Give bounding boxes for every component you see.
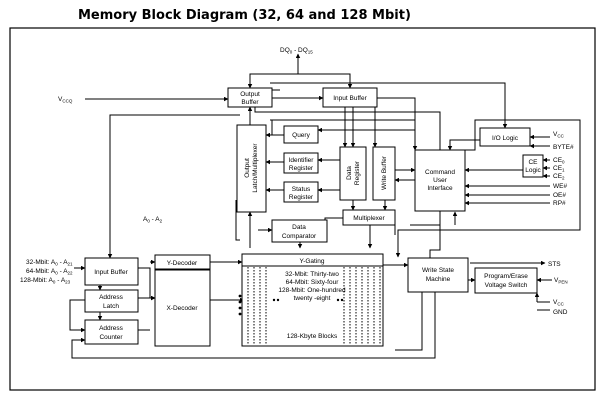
blocks-label: 128-Kbyte Blocks xyxy=(287,333,338,340)
wsm-label-line1: Write State xyxy=(422,267,454,274)
y-gating-block xyxy=(241,253,384,267)
vpen-label: VPEN xyxy=(554,277,568,285)
output-buffer-label-line1: Output xyxy=(240,91,260,98)
array-label-line1: 32-Mbit: Thirty-two xyxy=(285,271,339,278)
identifier-register-block xyxy=(283,152,319,174)
y-decoder-block xyxy=(154,254,211,270)
data-comparator-block xyxy=(271,219,328,243)
vcc-bottom-label: VCC xyxy=(553,299,565,307)
write-state-machine-block xyxy=(407,257,469,293)
array-label-line4: twenty -eight xyxy=(294,295,331,302)
array-label-line2: 64-Mbit: Sixty-four xyxy=(286,279,340,286)
command-user-interface-block xyxy=(414,149,466,212)
address-latch-label-line1: Address xyxy=(99,294,124,301)
identifier-register-label-line1: Identifier xyxy=(289,157,315,164)
output-buffer-label-line2: Buffer xyxy=(241,99,259,106)
oe-label: OE# xyxy=(553,192,566,199)
data-comparator-label-line2: Comparator xyxy=(282,233,317,240)
write-buffer-block xyxy=(372,146,396,201)
y-decoder-label: Y-Decoder xyxy=(167,260,198,267)
ce-logic-label-line2: Logic xyxy=(525,167,541,174)
x-decoder-block xyxy=(154,269,211,347)
output-latch-label-line2: Latch/Multiplexer xyxy=(252,143,259,193)
addr-32-label: 32-Mbit: A0 - A21 xyxy=(26,259,73,267)
address-counter-label-line2: Counter xyxy=(99,334,123,341)
rp-label: RP# xyxy=(553,200,566,207)
address-latch-block xyxy=(84,289,139,313)
query-block xyxy=(283,125,319,144)
array-block-lines xyxy=(247,267,381,345)
output-latch-multiplexer-block xyxy=(236,124,267,213)
address-counter-label-line1: Address xyxy=(99,325,124,332)
query-label: Query xyxy=(292,132,310,139)
a0-a2-label: A0 - A2 xyxy=(143,216,163,224)
multiplexer-block xyxy=(342,209,396,226)
signal-wires xyxy=(69,53,581,359)
x-decoder-dots xyxy=(238,294,344,316)
prog-erase-label-line2: Voltage Switch xyxy=(485,282,528,289)
identifier-register-label-line2: Register xyxy=(289,165,314,172)
program-erase-switch-block xyxy=(474,267,538,294)
multiplexer-label: Multiplexer xyxy=(353,215,385,222)
cui-label-line3: Interface xyxy=(427,185,453,192)
address-counter-block xyxy=(84,319,139,345)
y-gating-label: Y-Gating xyxy=(299,258,324,265)
byte-label: BYTE# xyxy=(553,144,574,151)
x-decoder-label: X-Decoder xyxy=(166,305,198,312)
gnd-label: GND xyxy=(553,309,568,316)
ce-logic-label-line1: CE xyxy=(528,159,538,166)
ce2-label: CE2 xyxy=(553,173,565,181)
diagram-frame xyxy=(9,27,596,391)
input-buffer-top-block xyxy=(322,87,378,108)
output-latch-label-line1: Output xyxy=(244,158,251,178)
addr-128-label: 128-Mbit: A0 - A23 xyxy=(20,277,71,285)
status-register-label-line1: Status xyxy=(292,186,311,193)
input-buffer-left-label: Input Buffer xyxy=(94,269,128,276)
input-buffer-top-label: Input Buffer xyxy=(333,95,367,102)
cui-label-line2: User xyxy=(433,177,448,184)
data-register-block xyxy=(339,146,367,201)
write-buffer-label: Write Buffer xyxy=(381,155,388,190)
data-comparator-label-line1: Data xyxy=(292,224,306,231)
status-register-block xyxy=(283,181,319,203)
array-label-line3: 128-Mbit: One-hundred xyxy=(278,287,346,294)
io-logic-block xyxy=(479,127,531,147)
page-title: Memory Block Diagram (32, 64 and 128 Mbi… xyxy=(78,8,411,23)
ce1-label: CE1 xyxy=(553,165,565,173)
ce-logic-block xyxy=(522,154,544,178)
io-logic-label: I/O Logic xyxy=(492,135,519,142)
data-register-label-line2: Register xyxy=(354,160,361,185)
addr-64-label: 64-Mbit: A0 - A22 xyxy=(26,268,73,276)
data-register-label-line1: Data xyxy=(346,166,353,180)
we-label: WE# xyxy=(553,183,567,190)
cui-label-line1: Command xyxy=(425,169,455,176)
wsm-label-line2: Machine xyxy=(426,276,451,283)
sts-label: STS xyxy=(548,261,561,268)
input-buffer-left-block xyxy=(84,257,139,286)
status-register-label-line2: Register xyxy=(289,194,314,201)
address-latch-label-line2: Latch xyxy=(103,303,119,310)
vcc-label: VCC xyxy=(553,131,565,139)
vccq-label: VCCQ xyxy=(58,96,73,104)
dq-bus-label: DQ0 - DQ15 xyxy=(280,47,313,55)
ce0-label: CE0 xyxy=(553,157,565,165)
prog-erase-label-line1: Program/Erase xyxy=(484,273,528,280)
output-buffer-block xyxy=(227,87,273,108)
